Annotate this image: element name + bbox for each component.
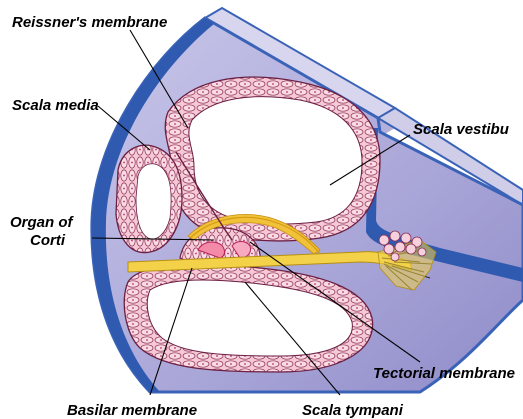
label-scala-tympani: Scala tympani	[302, 402, 404, 419]
label-organ-of-corti-line2: Corti	[30, 232, 66, 249]
scala-media-space	[136, 164, 171, 239]
label-tectorial-membrane: Tectorial membrane	[373, 365, 515, 382]
scala-vestibuli-space	[189, 97, 362, 224]
label-organ-of-corti-line1: Organ of	[10, 214, 75, 231]
label-scala-media: Scala media	[12, 97, 99, 114]
label-basilar-membrane: Basilar membrane	[67, 402, 197, 419]
label-scala-vestibuli: Scala vestibu	[413, 121, 509, 138]
label-reissners-membrane: Reissner's membrane	[12, 14, 167, 31]
